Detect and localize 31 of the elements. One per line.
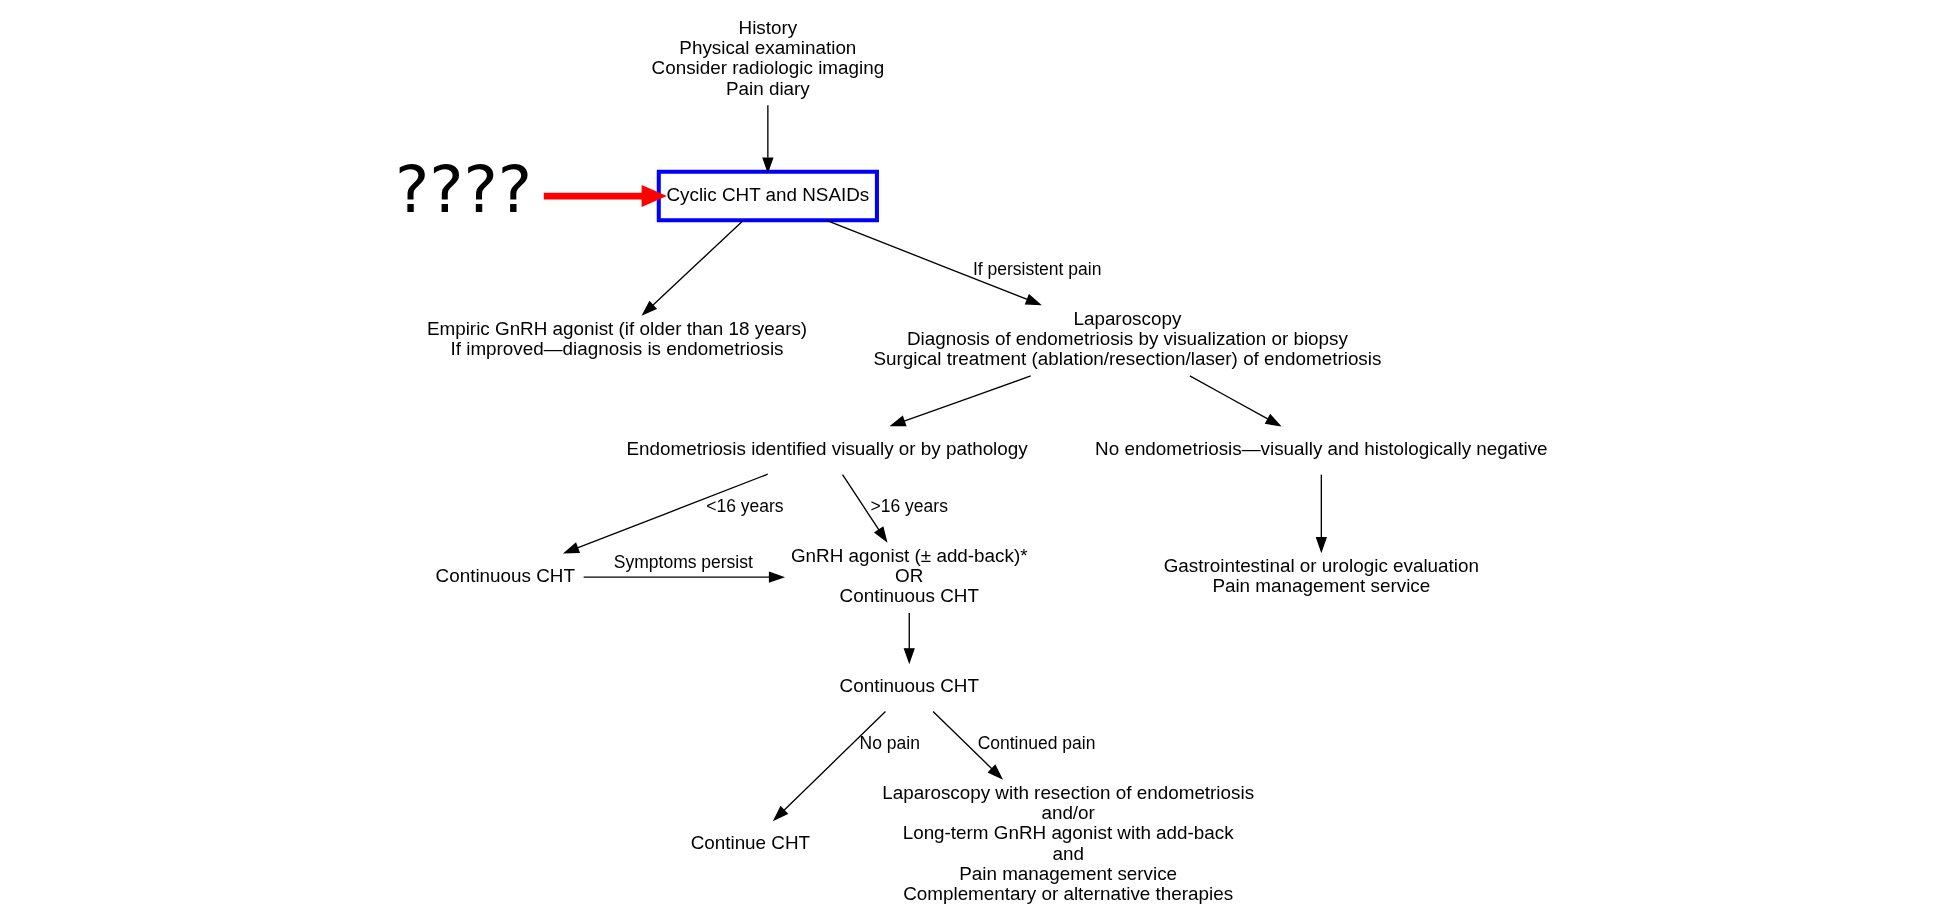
node-text: Continuous CHT <box>435 565 575 587</box>
node-text: Continue CHT <box>690 832 810 854</box>
edge-label: >16 years <box>870 496 948 517</box>
arrow <box>772 710 886 822</box>
edge-label: <16 years <box>705 496 784 517</box>
node-text: GnRH agonist (± add-back)* OR Continuous CHT <box>790 544 1028 607</box>
arrow <box>582 571 785 583</box>
arrow <box>1188 375 1282 427</box>
node-text: Empiric GnRH agonist (if older than 18 years) If improved—diagnosis is endometriosis <box>426 318 807 360</box>
edge-label: No pain <box>859 733 920 754</box>
arrow <box>641 220 744 316</box>
node-text: Continuous CHT <box>839 674 979 696</box>
arrow <box>841 474 888 543</box>
node-text: Gastrointestinal or urologic evaluation Pain management service <box>1163 555 1479 597</box>
node-box: Cyclic CHT and NSAIDs <box>656 169 879 223</box>
arrow <box>903 612 915 665</box>
node-text: Endometriosis identified visually or by pathology <box>626 437 1028 459</box>
arrow <box>825 219 1042 306</box>
arrow <box>931 710 1003 780</box>
edge-label: Symptoms persist <box>613 552 753 573</box>
node-text: ???? <box>394 152 532 228</box>
arrow <box>1315 474 1327 554</box>
arrow <box>888 375 1031 427</box>
node-text: History Physical examination Consider radiologic imaging Pain diary <box>651 17 884 99</box>
node-text: No endometriosis—visually and histologically negative <box>1094 437 1548 459</box>
edge-label: Continued pain <box>977 733 1095 754</box>
edge-label: If persistent pain <box>972 259 1101 280</box>
arrow <box>562 473 768 554</box>
node-text: Laparoscopy with resection of endometriosis and/or Long-term GnRH agonist with add-back and Pain management service Complementary or alternative therapies <box>881 781 1254 904</box>
arrow <box>761 104 774 174</box>
node-text: Laparoscopy Diagnosis of endometriosis by visualization or biopsy Surgical treatment (ablation/resection/laser) of endometriosis <box>872 307 1381 370</box>
